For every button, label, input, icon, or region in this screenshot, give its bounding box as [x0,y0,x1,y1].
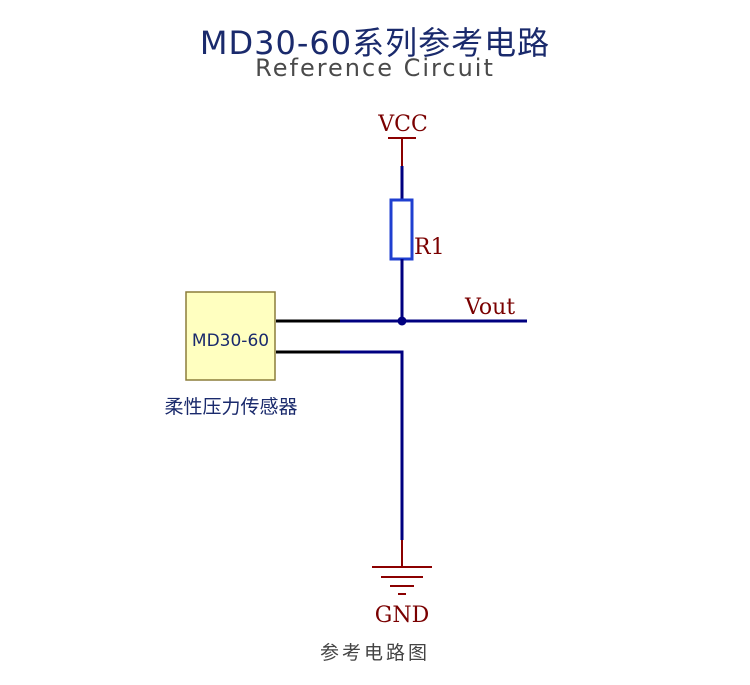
resistor-label: R1 [414,235,445,260]
page-title: MD30-60系列参考电路 [199,24,551,62]
sensor-body [185,291,276,381]
sensor-md30-60: MD30-60 [185,291,340,381]
vout-label: Vout [464,295,515,320]
resistor-body [389,198,414,261]
sensor-label: MD30-60 [192,331,269,351]
gnd-label: GND [375,603,429,628]
sensor-caption: 柔性压力传感器 [164,396,297,418]
vcc-label: VCC [377,112,428,137]
wire-sensor-ground [340,350,404,540]
vcc-symbol: VCC [377,112,428,166]
page-subtitle: Reference Circuit [255,54,495,82]
resistor-r1: R1 [389,198,445,261]
ground-symbol: GND [372,540,432,628]
figure-caption: 参考电路图 [319,642,430,664]
